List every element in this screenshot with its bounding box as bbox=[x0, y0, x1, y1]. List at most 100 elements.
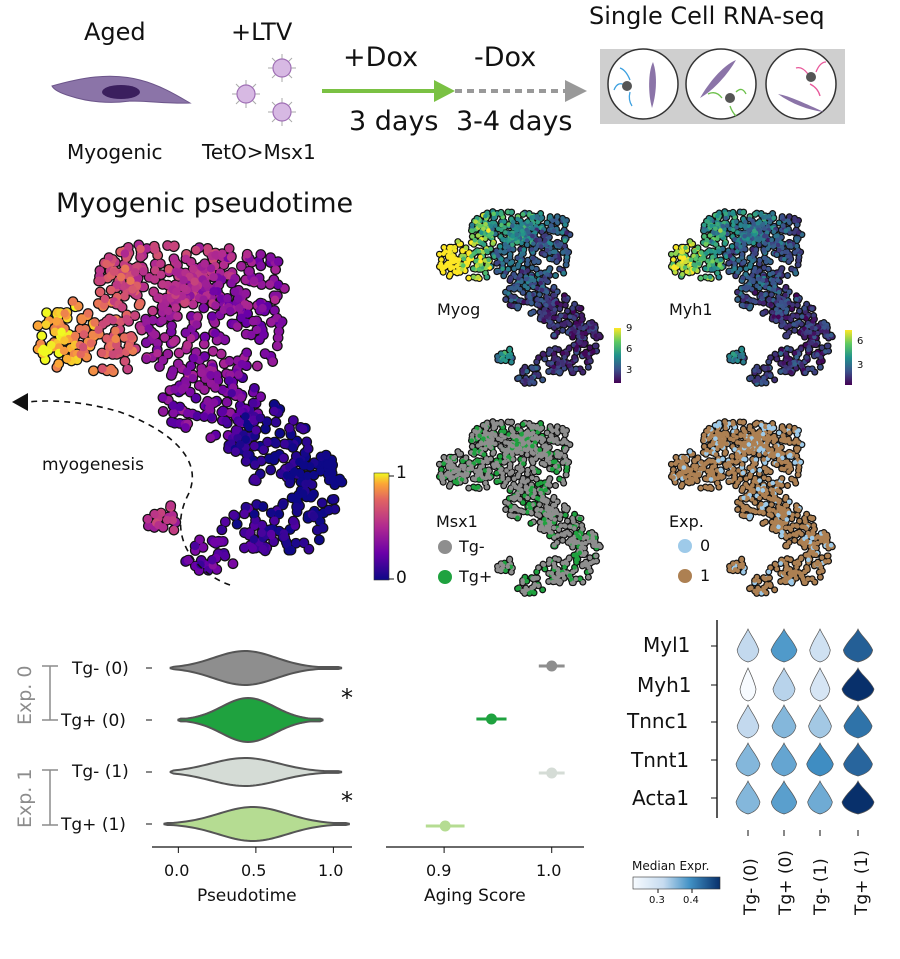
aging-score-point bbox=[439, 820, 451, 832]
umap-cell-point bbox=[256, 250, 265, 259]
expression-violin bbox=[808, 704, 832, 739]
umap-cell-point bbox=[151, 266, 160, 275]
umap-cell-point bbox=[226, 253, 236, 262]
umap-cell-point bbox=[519, 269, 525, 274]
umap-cell-point bbox=[162, 515, 172, 525]
umap-cell-point bbox=[530, 233, 535, 239]
umap-cell-point bbox=[207, 413, 216, 422]
expression-violin bbox=[843, 742, 873, 777]
umap-cell-point bbox=[88, 330, 97, 340]
umap-cell-point bbox=[538, 270, 544, 276]
umap-cell-point bbox=[99, 301, 109, 310]
significance-star-exp0: * bbox=[341, 684, 353, 712]
umap-cell-point bbox=[250, 460, 260, 469]
umap-cell-point bbox=[86, 339, 96, 348]
umap-cell-point bbox=[183, 408, 192, 418]
umap-cell-point bbox=[256, 392, 265, 401]
umap-cell-point bbox=[42, 308, 51, 317]
umap-cell-point bbox=[111, 326, 120, 336]
umap-cell-point bbox=[248, 317, 258, 326]
umap-cell-point bbox=[241, 503, 251, 512]
umap-cell-point bbox=[150, 509, 159, 519]
umap-cell-point bbox=[494, 260, 500, 266]
umap-cell-point bbox=[534, 213, 540, 219]
aging-score-point bbox=[546, 767, 558, 779]
umap-cell-point bbox=[303, 471, 312, 481]
gene-label-tnnt1: Tnnt1 bbox=[631, 748, 690, 772]
umap-cell-point bbox=[78, 342, 88, 352]
umap-cell-point bbox=[499, 211, 504, 217]
umap-cell-point bbox=[33, 321, 43, 330]
umap-cell-point bbox=[163, 349, 173, 359]
umap-cell-point bbox=[510, 219, 516, 225]
umap-cell-point bbox=[229, 510, 238, 520]
umap-cell-point bbox=[519, 222, 524, 227]
dox-timeline-arrow bbox=[322, 80, 587, 102]
umap-cell-point bbox=[191, 283, 200, 293]
umap-cell-point bbox=[257, 456, 266, 466]
umap-cell-point bbox=[233, 433, 242, 443]
umap-cell-point bbox=[167, 321, 176, 330]
heatmap-col-label-2: Tg- (1) bbox=[811, 858, 831, 915]
violin-row-label-3: Tg+ (1) bbox=[61, 815, 126, 835]
umap-cell-point bbox=[95, 266, 105, 275]
umap-cell-point bbox=[277, 317, 287, 326]
umap-cell-point bbox=[190, 277, 199, 286]
umap-cell-point bbox=[199, 295, 208, 304]
umap-cell-point bbox=[279, 532, 289, 541]
umap-cell-point bbox=[218, 385, 227, 395]
umap-cell-point bbox=[502, 225, 507, 230]
umap-cell-point bbox=[261, 424, 270, 434]
umap-cell-point bbox=[175, 402, 185, 412]
expression-violin bbox=[736, 628, 760, 663]
umap-cell-point bbox=[94, 276, 104, 286]
umap-cell-point bbox=[482, 236, 488, 242]
umap-cell-point bbox=[200, 259, 209, 268]
umap-cell-point bbox=[158, 280, 167, 289]
umap-cell-point bbox=[240, 509, 249, 518]
umap-cell-point bbox=[329, 476, 338, 485]
umap-cell-point bbox=[241, 289, 250, 298]
umap-cell-point bbox=[264, 454, 274, 463]
dox-on-time: 3 days bbox=[349, 106, 439, 137]
expression-violin bbox=[771, 742, 797, 777]
umap-cell-point bbox=[174, 359, 183, 369]
umap-cell-point bbox=[530, 226, 535, 231]
umap-cell-point bbox=[532, 230, 538, 235]
umap-cell-point bbox=[158, 316, 167, 325]
umap-cell-point bbox=[260, 349, 270, 358]
umap-cell-point bbox=[534, 237, 539, 243]
myogenic-label: Myogenic bbox=[67, 140, 163, 164]
umap-cell-point bbox=[218, 249, 227, 258]
heatmap-col-label-3: Tg+ (1) bbox=[852, 850, 872, 915]
expression-violin bbox=[841, 780, 875, 815]
umap-cell-point bbox=[309, 471, 319, 480]
umap-cell-point bbox=[323, 460, 332, 469]
umap-cell-point bbox=[211, 301, 220, 310]
umap-cell-point bbox=[547, 214, 553, 219]
umap-cell-point bbox=[243, 250, 252, 259]
umap-cell-point bbox=[492, 254, 497, 259]
umap-cell-point bbox=[303, 478, 313, 487]
pseudotime-violin-plot bbox=[146, 650, 352, 853]
umap-cell-point bbox=[227, 389, 236, 398]
umap-cell-point bbox=[241, 457, 251, 466]
umap-cell-point bbox=[169, 338, 178, 347]
umap-cell-point bbox=[299, 538, 309, 548]
umap-cell-point bbox=[525, 268, 530, 273]
umap-cell-point bbox=[494, 211, 500, 216]
aging-xtick-0: 0.9 bbox=[426, 861, 452, 880]
umap-cell-point bbox=[273, 257, 283, 266]
heatmap-col-label-1: Tg+ (0) bbox=[776, 850, 796, 915]
umap-cell-point bbox=[228, 559, 238, 568]
violin-row-label-2: Tg- (1) bbox=[72, 762, 129, 782]
median-expr-tick-1: 0.4 bbox=[683, 895, 699, 906]
heatmap-col-label-0: Tg- (0) bbox=[741, 858, 761, 915]
umap-cell-point bbox=[249, 415, 258, 424]
umap-cell-point bbox=[98, 364, 107, 373]
umap-cell-point bbox=[271, 265, 280, 274]
umap-cell-point bbox=[539, 215, 544, 221]
umap-cell-point bbox=[266, 465, 275, 475]
umap-cell-point bbox=[191, 393, 201, 403]
